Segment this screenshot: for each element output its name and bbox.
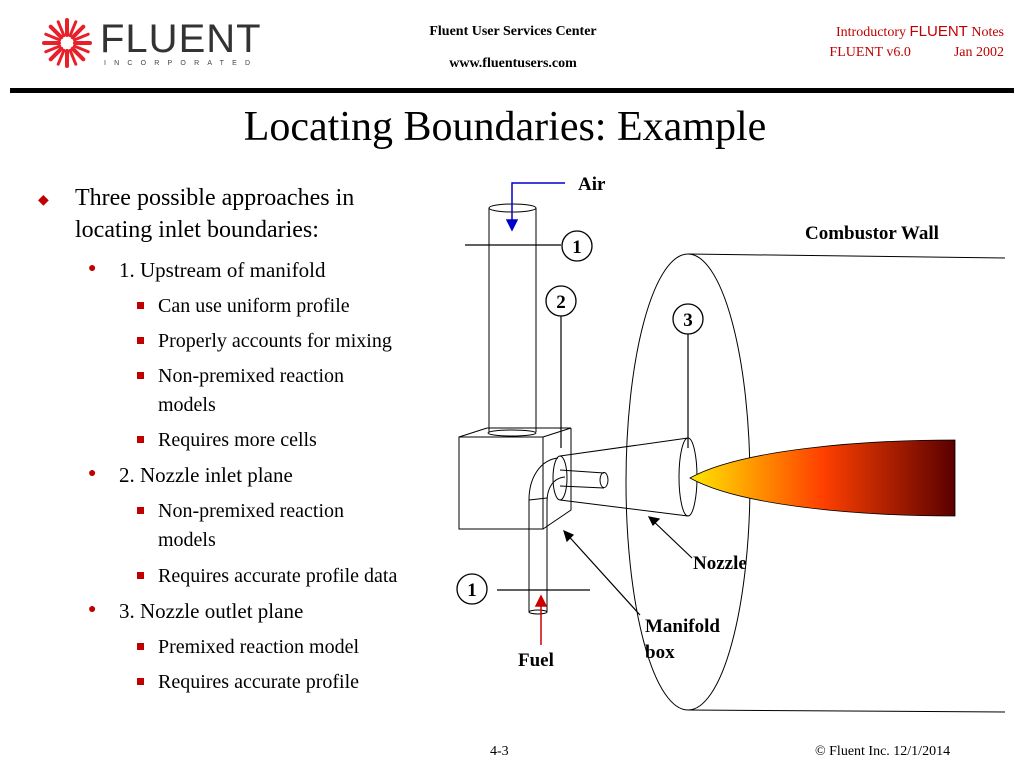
square-bullet-icon xyxy=(137,337,144,344)
fuel-label: Fuel xyxy=(518,650,554,671)
manifold-box-front xyxy=(458,436,544,530)
approach-2-point-cont: models xyxy=(158,529,216,551)
approach-2-point: Requires accurate profile data xyxy=(158,565,398,587)
square-bullet-icon xyxy=(137,572,144,579)
approach-3-point: Requires accurate profile xyxy=(158,671,360,693)
header-divider xyxy=(10,88,1014,93)
manifold-label-line1: Manifold xyxy=(645,616,720,637)
square-bullet-icon xyxy=(137,372,144,379)
approach-1-point: Non-premixed reaction xyxy=(158,365,345,387)
page-number: 4-3 xyxy=(490,744,509,759)
approach-1-point: Properly accounts for mixing xyxy=(158,330,392,352)
approach-3-point: Premixed reaction model xyxy=(158,636,360,658)
air-label: Air xyxy=(578,174,606,195)
approach-1-point-cont: models xyxy=(158,394,216,416)
logo-wordmark: FLUENT xyxy=(100,17,262,61)
fluent-logo: FLUENT INCORPORATED xyxy=(0,0,261,80)
approach-2: 2. Nozzle inlet plane xyxy=(119,463,293,487)
dot-bullet-icon: ● xyxy=(88,602,97,617)
header-right-prefix: Introductory xyxy=(836,25,906,40)
approach-1-point: Can use uniform profile xyxy=(158,295,350,317)
marker-1-bottom-circle xyxy=(456,573,488,605)
square-bullet-icon xyxy=(137,436,144,443)
approach-1: 1. Upstream of manifold xyxy=(119,258,326,282)
combustor-wall-bottom xyxy=(687,709,1006,713)
header-right-version: FLUENT v6.0 xyxy=(829,45,911,60)
marker-3: 3 xyxy=(683,310,693,331)
combustor-wall-label: Combustor Wall xyxy=(805,223,939,244)
diamond-bullet-icon: ◆ xyxy=(38,193,49,208)
approach-1-point: Requires more cells xyxy=(158,429,317,451)
header-right-suffix: Notes xyxy=(971,25,1004,40)
copyright: © Fluent Inc. 12/1/2014 xyxy=(815,744,951,759)
logo-subtext: INCORPORATED xyxy=(104,60,259,67)
dot-bullet-icon: ● xyxy=(88,261,97,276)
manifold-label-line2: box xyxy=(645,642,675,663)
flame xyxy=(689,439,956,517)
header-right-brand: FLUENT xyxy=(909,23,968,40)
header-center-line1: Fluent User Services Center xyxy=(429,24,597,39)
marker-2-circle xyxy=(545,285,577,317)
square-bullet-icon xyxy=(137,302,144,309)
header-right-date: Jan 2002 xyxy=(953,45,1004,60)
marker-1-top: 1 xyxy=(572,237,582,258)
header-right: Introductory FLUENT Notes FLUENT v6.0 Ja… xyxy=(744,22,1004,63)
main-bullet-line2: locating inlet boundaries: xyxy=(75,217,319,243)
square-bullet-icon xyxy=(137,678,144,685)
approach-2-point: Non-premixed reaction xyxy=(158,500,345,522)
combustor-wall-top xyxy=(687,253,1006,259)
slide-title: Locating Boundaries: Example xyxy=(243,104,767,150)
fuel-arrow-icon xyxy=(534,594,548,645)
marker-1-bottom: 1 xyxy=(467,580,477,601)
air-arrow-icon xyxy=(505,182,565,232)
marker-2: 2 xyxy=(556,292,566,313)
main-bullet-line1: Three possible approaches in xyxy=(75,185,355,211)
marker-1-top-circle xyxy=(561,230,593,262)
header-center-line2: www.fluentusers.com xyxy=(449,56,577,71)
starburst-logo-icon xyxy=(42,18,92,68)
marker-3-circle xyxy=(672,303,704,335)
dot-bullet-icon: ● xyxy=(88,466,97,481)
square-bullet-icon xyxy=(137,643,144,650)
square-bullet-icon xyxy=(137,507,144,514)
nozzle-label: Nozzle xyxy=(693,553,747,574)
approach-3: 3. Nozzle outlet plane xyxy=(119,599,304,623)
